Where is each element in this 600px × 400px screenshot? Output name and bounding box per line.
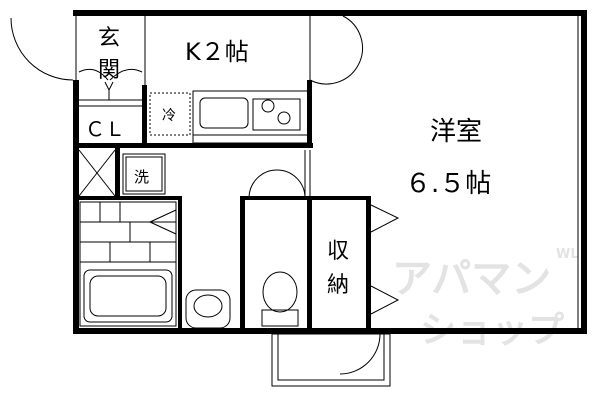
label-fridge: 冷 <box>162 108 176 124</box>
label-storage-2: 納 <box>327 273 349 298</box>
label-entrance-2: 関 <box>98 58 120 83</box>
label-entrance-1: 玄 <box>98 26 120 51</box>
thin-lines <box>10 15 579 387</box>
watermark-logo: アパマン ショップ WL <box>392 247 579 351</box>
walls <box>73 10 587 334</box>
label-washer: 洗 <box>134 168 149 186</box>
label-kitchen: K２帖 <box>185 38 249 66</box>
label-closet: ＣＬ <box>85 117 125 141</box>
watermark-line1: アパマン <box>392 256 551 302</box>
label-western-room: 洋室 <box>430 117 482 147</box>
label-storage-1: 収 <box>327 239 349 264</box>
label-western-room-size: ６.５帖 <box>405 169 491 199</box>
watermark-mark: WL <box>556 247 579 262</box>
